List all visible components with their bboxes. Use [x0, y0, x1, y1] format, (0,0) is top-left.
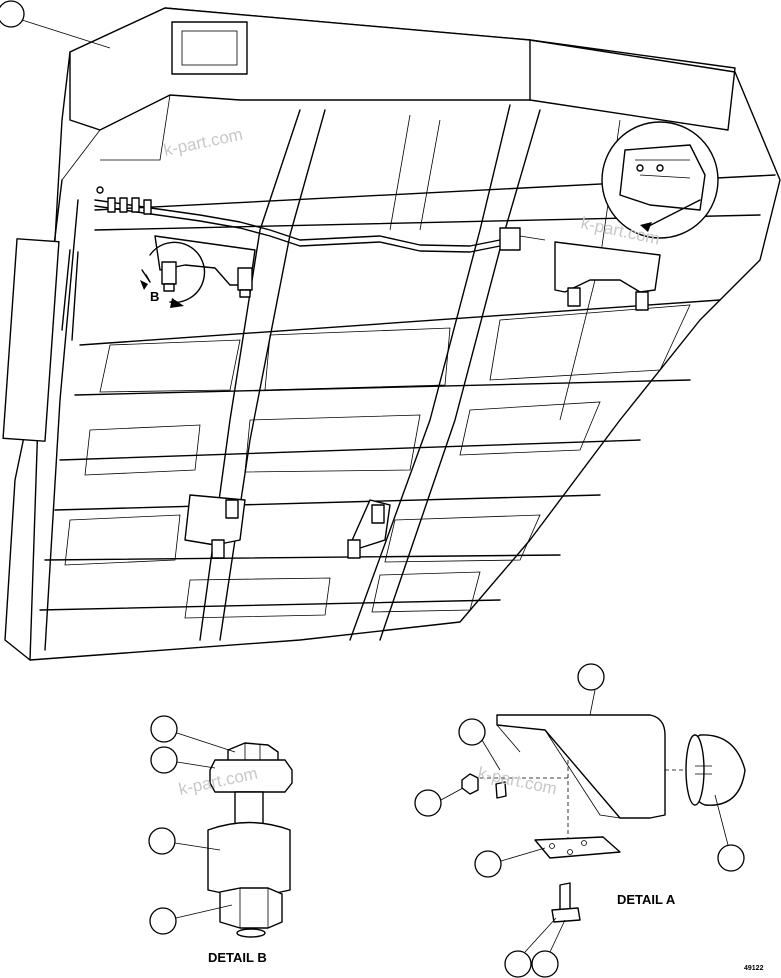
- harness-line: [94, 199, 501, 247]
- flange-bolt: [559, 882, 571, 913]
- callout-b3: [148, 827, 176, 855]
- rubber-isolator: [207, 821, 291, 896]
- fittings: [96, 186, 152, 215]
- callout-a4: [474, 850, 502, 878]
- pockets: [64, 304, 691, 619]
- figure-number: 49122: [744, 965, 764, 972]
- callout-a5: [717, 844, 745, 872]
- washer: [209, 759, 293, 793]
- top-window: [171, 21, 248, 75]
- isolator-left-b: [237, 267, 253, 291]
- mount-bracket: [496, 714, 666, 819]
- detail-b: DETAIL B: [148, 715, 293, 965]
- base-plate: [534, 836, 621, 859]
- isolator-left-a: [161, 261, 177, 285]
- main-assembly: B: [0, 0, 781, 661]
- hex-nut-bottom: [219, 887, 283, 929]
- detail-b-label: DETAIL B: [208, 950, 267, 965]
- detail-a-label: DETAIL A: [617, 892, 676, 907]
- mount-bracket-right: [554, 241, 661, 293]
- callout-a3: [414, 789, 442, 817]
- callout-a1: [577, 663, 605, 691]
- shank: [234, 791, 264, 826]
- callout-b4: [149, 907, 177, 935]
- rails: [199, 104, 621, 641]
- callout-a7: [531, 950, 559, 978]
- callout-b1: [150, 715, 178, 743]
- crossmembers: [39, 174, 776, 611]
- detail-b-arrow-circle: [149, 241, 206, 304]
- view-b-marker: B: [150, 289, 159, 304]
- callout-b2: [150, 746, 178, 774]
- detail-a: DETAIL A: [414, 663, 746, 978]
- watermark-1: k-part.com: [162, 125, 244, 160]
- callout-a2: [458, 718, 486, 746]
- side-panel: [2, 238, 60, 442]
- watermark-4: k-part.com: [476, 763, 558, 798]
- callout-a6: [504, 950, 532, 978]
- small-nut: [461, 773, 479, 795]
- callout-top-left: [0, 0, 25, 28]
